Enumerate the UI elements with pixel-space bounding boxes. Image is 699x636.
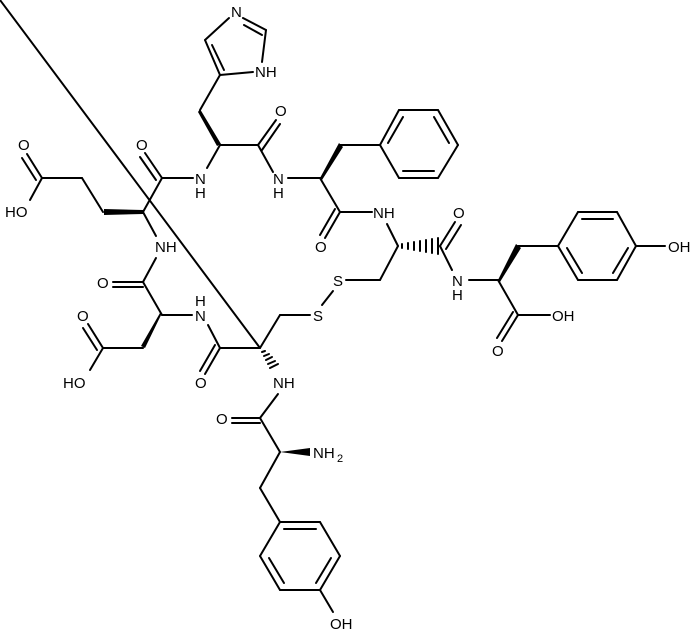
atom-label: N bbox=[452, 273, 463, 290]
atom-label: O bbox=[18, 137, 30, 154]
atom-label: OH bbox=[330, 616, 353, 633]
atom-label: H bbox=[452, 287, 463, 304]
tyrosine-ring-n-terminal bbox=[259, 521, 341, 591]
atom-label: N bbox=[195, 171, 206, 188]
atom-label: OH bbox=[668, 239, 691, 256]
imidazole-ring bbox=[204, 17, 267, 76]
atom-label: NH bbox=[255, 64, 277, 81]
atom-label: HO bbox=[5, 204, 28, 221]
hashed-wedge-cys2 bbox=[401, 237, 439, 255]
atom-label: H bbox=[273, 185, 284, 202]
atom-label: O bbox=[315, 239, 327, 256]
atom-label: N bbox=[195, 308, 206, 325]
atom-label: O bbox=[275, 103, 287, 120]
phenyl-ring bbox=[379, 109, 459, 179]
atom-label: O bbox=[492, 343, 504, 360]
atom-label: NH bbox=[313, 445, 335, 462]
atom-label: N bbox=[273, 171, 284, 188]
atom-label: S bbox=[333, 273, 343, 290]
atom-label: H bbox=[195, 293, 206, 310]
atom-label: NH bbox=[155, 239, 177, 256]
atom-label: O bbox=[195, 375, 207, 392]
atom-label: O bbox=[136, 137, 148, 154]
atom-label: HO bbox=[63, 375, 86, 392]
hashed-wedge-cys1 bbox=[261, 350, 279, 369]
atom-label: O bbox=[97, 275, 109, 292]
atom-label: NH bbox=[273, 375, 295, 392]
atom-label: O bbox=[77, 308, 89, 325]
atom-label: 2 bbox=[337, 453, 343, 465]
atom-label: NH bbox=[373, 205, 395, 222]
atom-labels: N NH O O O HO N H N H NH O O HO H N O S … bbox=[5, 4, 691, 633]
atom-label: O bbox=[216, 411, 228, 428]
atom-label: N bbox=[231, 4, 242, 21]
atom-label: S bbox=[313, 308, 323, 325]
atom-label: OH bbox=[552, 308, 575, 325]
atom-label: O bbox=[453, 205, 465, 222]
tyrosine-ring-c-terminal bbox=[557, 211, 637, 281]
atom-label: H bbox=[195, 185, 206, 202]
